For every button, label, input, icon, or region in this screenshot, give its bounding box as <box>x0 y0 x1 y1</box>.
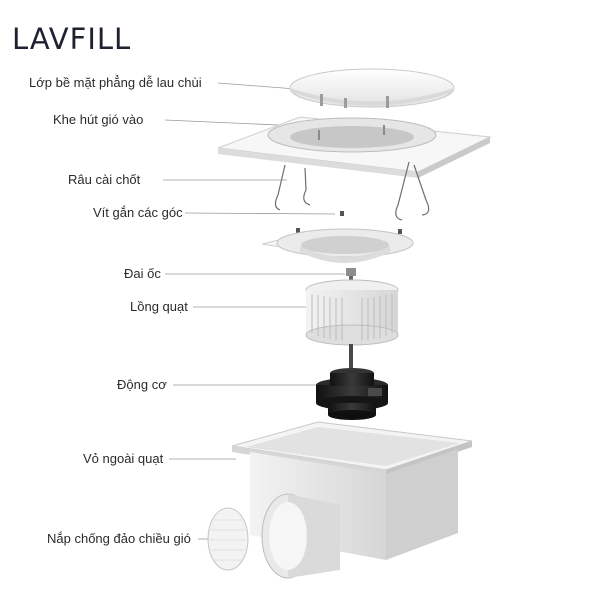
motor-shaft <box>349 344 353 368</box>
motor <box>316 368 388 420</box>
grille-frame <box>217 116 492 178</box>
label-blower-wheel: Lồng quạt <box>130 299 188 314</box>
leader-line-1 <box>217 82 297 90</box>
screws <box>296 211 402 234</box>
label-air-intake: Khe hút gió vào <box>53 112 144 127</box>
label-spring-clips: Râu cài chốt <box>68 172 141 187</box>
label-backdraft-damper: Nắp chống đảo chiều gió <box>47 531 191 546</box>
brand-name: LAVFILL <box>12 22 132 56</box>
mounting-plate <box>261 228 414 263</box>
spring-clips <box>274 161 430 221</box>
backdraft-damper <box>207 507 249 571</box>
brand-logo: LAVFILL <box>12 22 131 56</box>
label-nut: Đai ốc <box>124 266 161 281</box>
label-cover-plate: Lớp bề mặt phẳng dễ lau chùi <box>29 75 202 90</box>
nut <box>346 268 356 280</box>
cover-plate <box>289 68 455 108</box>
label-motor: Động cơ <box>117 377 167 392</box>
blower-wheel <box>305 279 399 346</box>
leader-line-4 <box>184 212 336 215</box>
label-screws: Vít gắn các góc <box>93 205 183 220</box>
fan-housing <box>231 421 473 579</box>
label-housing: Vỏ ngoài quạt <box>83 451 164 466</box>
